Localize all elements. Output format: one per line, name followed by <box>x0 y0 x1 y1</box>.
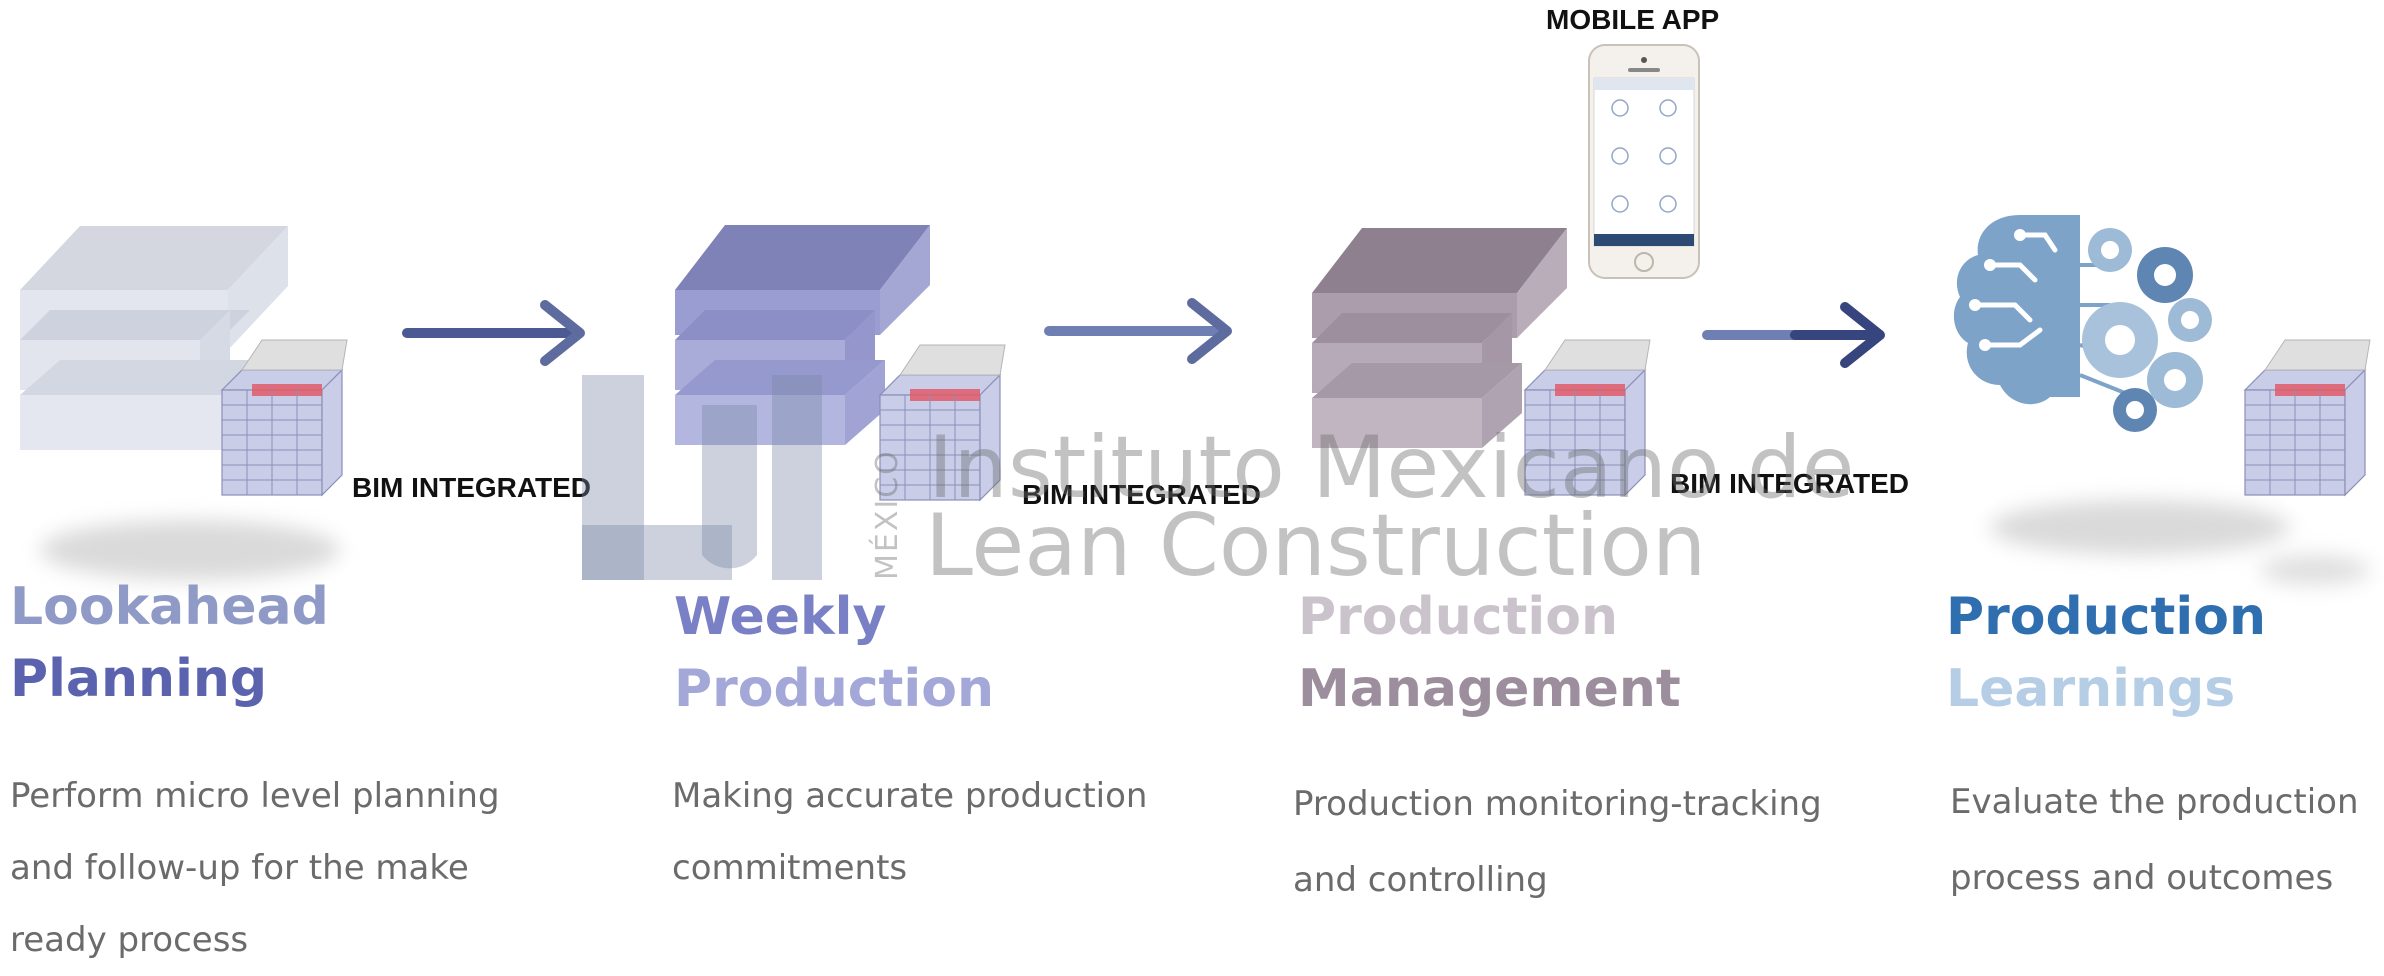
bim-model-icon-2 <box>878 344 1006 502</box>
watermark-line-2: Lean Construction <box>925 496 1707 596</box>
institute-logo-mark <box>582 375 822 580</box>
stage-2-title-line-2: Production <box>674 659 994 719</box>
bim-model-icon-4 <box>2243 339 2371 497</box>
stage-3-description: Production monitoring-tracking and contr… <box>1293 784 1822 900</box>
stage-4-description: Evaluate the production process and outc… <box>1950 782 2359 898</box>
watermark-line-1: Instituto Mexicano de <box>928 418 1855 518</box>
bim-integrated-label-1: BIM INTEGRATED <box>352 472 592 503</box>
watermark-country: MÉXICO <box>870 449 905 580</box>
production-blocks-graphic <box>1312 228 1567 448</box>
stage4-shadow <box>1990 500 2290 555</box>
stage-2-title-line-1: Weekly <box>674 587 887 647</box>
stage-3-title-line-1: Production <box>1298 587 1618 647</box>
bim-model-icon-3 <box>1523 339 1651 497</box>
stage4-shadow-2 <box>2260 555 2370 585</box>
stage-1-description: Perform micro level planning and follow-… <box>10 776 500 960</box>
arrow-2 <box>1044 298 1232 364</box>
bim-integrated-label-3: BIM INTEGRATED <box>1670 468 1910 499</box>
stage-2-description: Making accurate production commitments <box>672 776 1148 888</box>
stage-1-title-line-2: Planning <box>10 649 268 709</box>
stage1-shadow <box>40 520 340 580</box>
stage-4-title-line-2: Learnings <box>1946 659 2236 719</box>
bim-integrated-label-2: BIM INTEGRATED <box>1022 479 1262 510</box>
weekly-blocks-graphic <box>675 225 930 445</box>
stage-1-title-line-1: Lookahead <box>10 577 329 637</box>
mobile-app-label: MOBILE APP <box>1546 4 1720 35</box>
bim-model-icon-1 <box>220 339 348 497</box>
arrow-1 <box>402 300 585 366</box>
lookahead-blocks-graphic <box>20 226 288 450</box>
stage-4-title-line-1: Production <box>1946 587 2266 647</box>
stage-3-title-line-2: Management <box>1298 659 1681 719</box>
mobile-phone-icon <box>1588 44 1700 279</box>
arrow-3 <box>1702 302 1885 368</box>
brain-gears-icon <box>1953 215 2212 432</box>
